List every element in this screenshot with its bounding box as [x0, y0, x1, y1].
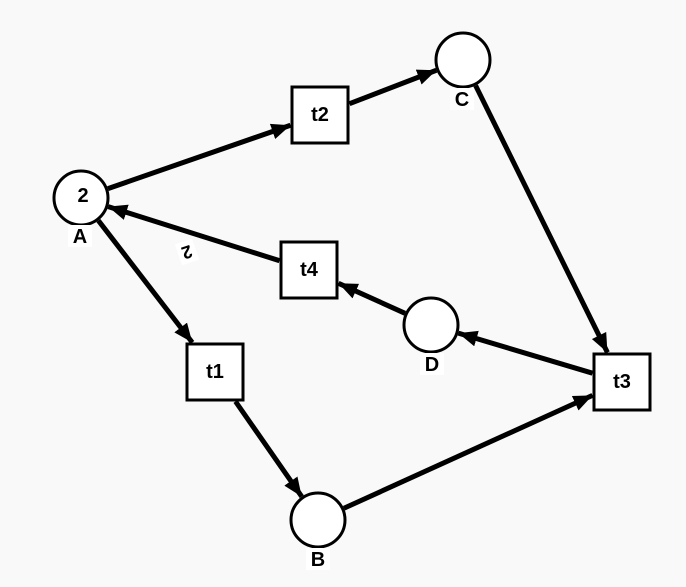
place-B[interactable] [289, 491, 347, 549]
place-label-text: B [311, 549, 325, 571]
transition-t2[interactable] [290, 85, 350, 145]
arc-A-t1[interactable] [96, 219, 195, 345]
arc-t1-B[interactable] [233, 400, 304, 499]
transition-t2-label: t2 [311, 104, 329, 126]
transition-t3-label: t3 [613, 371, 631, 393]
place-label-text: D [425, 354, 439, 376]
arc-t4-A[interactable] [107, 204, 281, 264]
place-label-text: C [455, 89, 469, 111]
arc-B-t3[interactable] [342, 393, 594, 511]
place-C-label: C [450, 88, 474, 111]
arc-t3-D[interactable] [457, 330, 594, 376]
place-D-label: D [420, 353, 444, 376]
transition-t1-label: t1 [206, 361, 224, 383]
place-A-label: A [68, 225, 92, 248]
place-D[interactable] [402, 296, 460, 354]
arc-t2-C[interactable] [348, 67, 438, 106]
place-C[interactable] [434, 31, 492, 89]
arc-C-t3[interactable] [473, 84, 610, 354]
arc-D-t4[interactable] [337, 281, 407, 316]
transition-t4[interactable] [279, 240, 339, 300]
place-B-label: B [306, 548, 330, 571]
arc-A-t2[interactable] [107, 122, 292, 192]
transition-t3[interactable] [592, 352, 652, 412]
transition-t4-label: t4 [300, 259, 319, 281]
place-label-text: A [73, 226, 87, 248]
transition-t1[interactable] [185, 342, 245, 402]
arc-weight-t4-A: 2 [174, 238, 200, 266]
place-A-tokens: 2 [77, 185, 88, 207]
